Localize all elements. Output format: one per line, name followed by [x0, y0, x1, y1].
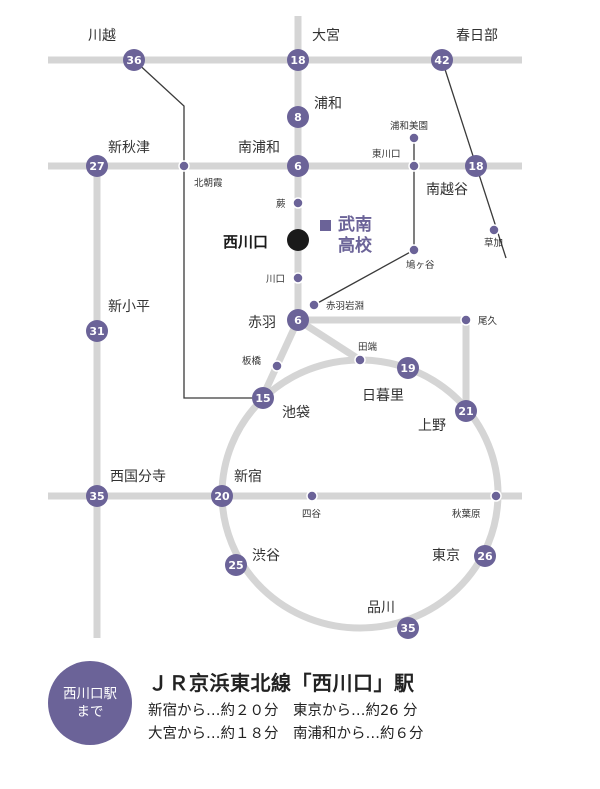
svg-text:6: 6 [294, 160, 302, 173]
station-labels: 川越 大宮 春日部 浦和 浦和美園 新秋津 南浦和 東川口 南越谷 北朝霞 蕨 … [88, 28, 503, 616]
badge-shin-akitsu: 27 [86, 155, 108, 177]
access-title: ＪＲ京浜東北線「西川口」駅 [148, 671, 415, 695]
dot-yotsuya [306, 490, 318, 502]
label-minami-koshigaya: 南越谷 [426, 182, 468, 198]
dot-soka [488, 224, 500, 236]
label-minami-urawa: 南浦和 [238, 140, 280, 156]
label-kawaguchi: 川口 [266, 274, 285, 285]
badge-tokyo: 26 [474, 545, 496, 567]
station-dots [178, 132, 502, 502]
badge-akabane: 6 [287, 309, 309, 331]
route-map: 36 18 42 8 27 6 18 31 6 19 15 21 35 20 2… [48, 16, 522, 639]
dot-akabane-iwabuchi [308, 299, 320, 311]
label-urawa-misono: 浦和美園 [390, 120, 428, 132]
label-shinjuku: 新宿 [234, 468, 262, 485]
badge-shinjuku: 20 [211, 485, 233, 507]
access-times-row1: 新宿から…約２０分 東京から…約26 分 [148, 703, 418, 719]
label-urawa: 浦和 [314, 96, 342, 112]
destination-badge-line2: まで [76, 704, 104, 720]
dot-akihabara [490, 490, 502, 502]
tobu-tojo-line [133, 59, 263, 399]
dot-itabashi [271, 360, 283, 372]
svg-text:35: 35 [400, 622, 415, 635]
route-akabane-ikebukuro [259, 318, 302, 398]
label-kita-asaka: 北朝霞 [194, 178, 223, 189]
svg-text:19: 19 [400, 362, 415, 375]
svg-text:36: 36 [126, 54, 142, 67]
badge-shin-kodaira: 31 [86, 320, 108, 342]
dot-tabata [354, 354, 366, 366]
destination-badge-line1: 西川口駅 [63, 685, 117, 702]
label-nippori: 日暮里 [362, 388, 404, 404]
label-tokyo: 東京 [432, 548, 460, 564]
destination-badge: 西川口駅 まで [48, 661, 132, 745]
svg-text:25: 25 [228, 559, 243, 572]
label-soka: 草加 [484, 237, 503, 249]
label-school-line1: 武南 [338, 214, 372, 235]
svg-text:8: 8 [294, 111, 302, 124]
dot-kawaguchi [292, 272, 304, 284]
svg-text:6: 6 [294, 314, 302, 327]
badge-shibuya: 25 [225, 554, 247, 576]
label-omiya: 大宮 [312, 28, 340, 44]
badge-nippori: 19 [397, 357, 419, 379]
label-nishi-kawaguchi: 西川口 [223, 233, 268, 251]
label-akabane: 赤羽 [248, 315, 276, 331]
svg-text:31: 31 [89, 325, 104, 338]
dot-higashi-kawaguchi [408, 160, 420, 172]
nishi-kawaguchi-marker [287, 229, 309, 251]
label-shin-akitsu: 新秋津 [108, 140, 150, 156]
badge-urawa: 8 [287, 106, 309, 128]
svg-text:18: 18 [468, 160, 483, 173]
label-itabashi: 板橋 [242, 355, 262, 367]
dot-oku [460, 314, 472, 326]
label-shinagawa: 品川 [367, 600, 395, 616]
badge-kasukabe: 42 [431, 49, 453, 71]
label-akihabara: 秋葉原 [452, 508, 481, 520]
label-oku: 尾久 [478, 315, 498, 327]
badge-ikebukuro: 15 [252, 387, 274, 409]
dot-kita-asaka [178, 160, 190, 172]
badge-shinagawa: 35 [397, 617, 419, 639]
badge-nishi-kokubunji: 35 [86, 485, 108, 507]
svg-text:20: 20 [214, 490, 230, 503]
label-nishi-kokubunji: 西国分寺 [110, 469, 166, 485]
label-school-line2: 高校 [338, 235, 373, 256]
svg-text:35: 35 [89, 490, 104, 503]
svg-text:42: 42 [434, 54, 449, 67]
label-kawagoe: 川越 [88, 28, 116, 44]
school-marker-icon [320, 220, 331, 231]
label-shibuya: 渋谷 [252, 548, 280, 564]
label-ueno: 上野 [418, 418, 446, 434]
badge-kawagoe: 36 [123, 49, 145, 71]
svg-text:27: 27 [89, 160, 104, 173]
label-hatogaya: 鳩ヶ谷 [406, 259, 435, 271]
label-warabi: 蕨 [276, 198, 286, 210]
route-akabane-tabata [296, 317, 362, 363]
label-akabane-iwabuchi: 赤羽岩淵 [326, 300, 364, 312]
badge-ueno: 21 [455, 400, 477, 422]
label-yotsuya: 四谷 [302, 509, 322, 520]
label-ikebukuro: 池袋 [282, 405, 310, 421]
badge-minami-koshigaya: 18 [465, 155, 487, 177]
svg-text:26: 26 [477, 550, 493, 563]
badges: 36 18 42 8 27 6 18 31 6 19 15 21 35 20 2… [86, 49, 496, 639]
label-kasukabe: 春日部 [456, 28, 498, 44]
svg-text:21: 21 [458, 405, 473, 418]
badge-omiya: 18 [287, 49, 309, 71]
access-times-row2: 大宮から…約１８分 南浦和から…約６分 [148, 726, 424, 742]
label-higashi-kawaguchi: 東川口 [372, 148, 401, 160]
dot-urawa-misono [408, 132, 420, 144]
badge-minami-urawa: 6 [287, 155, 309, 177]
label-tabata: 田端 [358, 341, 378, 353]
svg-text:18: 18 [290, 54, 305, 67]
label-shin-kodaira: 新小平 [108, 299, 150, 315]
dot-hatogaya [408, 244, 420, 256]
dot-warabi [292, 197, 304, 209]
svg-text:15: 15 [255, 392, 270, 405]
route-lines [48, 16, 522, 638]
